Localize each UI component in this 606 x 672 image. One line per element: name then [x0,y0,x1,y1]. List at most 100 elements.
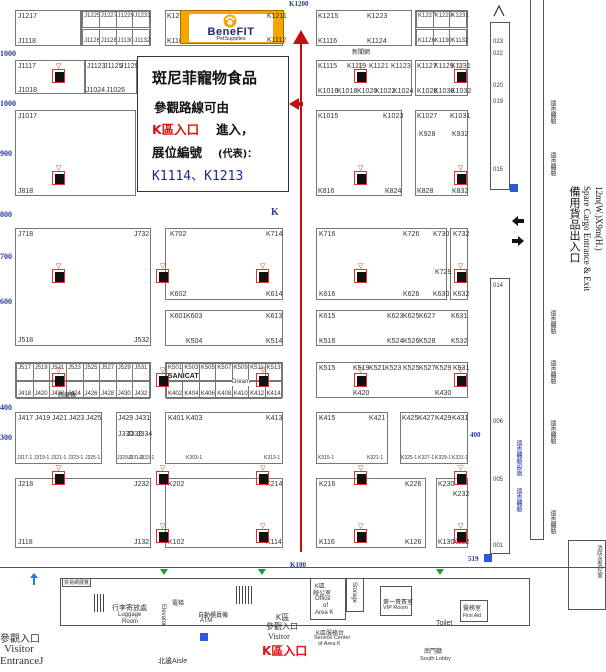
k-area-entrance-label[interactable]: K區入口 [262,644,308,658]
booth-k415[interactable]: K415 K421 K315-1 K321-1 [316,412,388,464]
pillar-triangle-icon: ▽ [260,367,266,374]
booth-label: J333-1 [139,455,155,461]
booth-label: K327-1 [418,455,435,461]
booth-label: K614 [266,291,283,298]
booth-label: K824 [385,188,402,195]
booth-k702[interactable]: K702 K714 K602 K614 [165,228,283,300]
cargo-arrow-right-icon [512,236,524,246]
booth-j718[interactable]: J718 J732 J518 J532 [15,228,151,346]
booth-label: J1024 [86,87,106,94]
booth-label: K1231 [451,13,469,19]
booth-label: K729 [435,269,452,276]
wall-label: 遺杏體驗 [549,310,555,334]
booth-k1227[interactable]: K1227 K1229 K1231 K1126 K1130 K1132 [415,10,469,46]
row-label-519: 519 [468,555,479,563]
booth-k615[interactable]: K615 K623 K625 K627 K631 K516 K524 K526 … [316,310,468,346]
pillar-marker [52,269,65,283]
booth-label: K130 [438,539,455,546]
up-arrow-icon [30,573,38,585]
booth-label: J417 [18,415,34,422]
row-label-400-right: 400 [470,431,481,439]
booth-k1127[interactable]: K1127 K1129 K1131 K1028 K1030 K1032 [415,60,471,96]
callout-line2-rest: 進入， [216,122,254,137]
booth-label: J1118 [18,38,37,45]
booth-label: K402 [168,391,183,397]
pillar-marker [156,471,169,485]
pillar-marker [454,373,467,387]
booth-k601[interactable]: K601 K603 K613 K504 K514 [165,310,283,346]
room-label: 第一貴賓室 [383,600,414,606]
booth-label: K1027 [417,113,438,120]
booth-j417[interactable]: J417 J419 J421 J423 J425 J317-1 J319-1 J… [15,412,102,464]
booth-label: K1215 [318,13,339,20]
booth-label: J532 [134,337,150,344]
booth-label: K413 [266,415,283,422]
booth-label: K1121 [369,63,389,70]
pillar-marker [156,373,169,387]
row-label-1000a: 1000 [0,49,16,58]
booth-k501[interactable]: K501 K503 K505 K507 K509 K511 K513 K402 … [165,362,283,399]
pillar-marker [354,529,367,543]
booth-j1217[interactable]: J1217 J1118 [15,10,81,46]
pillar-triangle-icon: ▽ [56,367,62,374]
booth-label: J518 [18,337,34,344]
booth-k216[interactable]: K216 K226 K116 K126 [316,478,426,548]
booth-label: J529 [117,365,131,371]
booth-label: J425 [86,415,102,422]
pillar-triangle-icon: ▽ [260,465,266,472]
booth-label: K501 [168,365,183,371]
pillar-marker [156,269,169,283]
booth-label: J329-1 [117,455,133,461]
booth-label: J732 [134,231,150,238]
booth-j1117[interactable]: J1117 J1018 [15,60,85,94]
booth-label: J232 [134,481,150,488]
booth-label: K730 [433,231,450,238]
booth-k716[interactable]: K716 K726 K616 K626 [316,228,447,300]
booth-label: K216 [319,481,336,488]
pillar-triangle-icon: ▽ [56,63,62,70]
booth-k1115[interactable]: K1115 K1119 K1121 K1123 K1016 K1018 K102… [316,60,413,96]
booth-j517[interactable]: J517 J519 J521 J523 J525 J527 J529 J531 … [15,362,151,399]
booth-label: K315-1 [318,455,335,461]
booth-label: J527 [101,365,115,371]
row-label-400: 400 [0,403,12,412]
benefit-booth-highlight[interactable]: BeneFIT PetSupplies K1211 K1112 [180,10,287,44]
booth-label: K632 [453,291,470,298]
booth-label: K726 [403,231,420,238]
pillar-marker [354,471,367,485]
pillar-marker [454,171,467,185]
booth-k425[interactable]: K425 K427 K429 K431 K325-1 K327-1 K329-1… [400,412,468,464]
booth-j218[interactable]: J218 J232 J118 J132 [15,478,151,548]
booth-label: J331-1 [128,455,144,461]
door-green-icon [258,569,266,575]
k-area-visitor: Visitor [268,632,290,641]
booth-k1027[interactable]: K1027 K1031 K928 K932 K828 K832 [415,110,470,196]
booth-k515[interactable]: K515 K519 K521 K523 K525 K527 K529 K531 … [316,362,469,398]
booth-j1225[interactable]: J1225 J1227 J1229 J1231 J1126 J1128 J113… [81,10,151,46]
room-label: 辦公室 [313,591,332,597]
booth-label: K1030 [434,88,455,95]
booth-k401[interactable]: K401 K403 K413 K303-1 K313-1 [165,412,283,464]
elevator-en: Elevator [160,604,166,627]
booth-j429[interactable]: J429 J431 J330 J332 J334 J329-1 J331-1 J… [116,412,155,464]
row-label-600: 600 [0,297,12,306]
booth-label: J132 [134,539,150,546]
column-label: 019 [493,99,504,105]
pillar-marker [52,171,65,185]
row-label-k1200: K1200 [289,0,309,8]
booth-j1017[interactable]: J1017 J818 [15,110,136,196]
booth-label: K525 [403,365,420,372]
booth-label: J1125 [104,63,123,70]
booth-label: K420 [353,390,370,397]
luggage-room-en1: Luggage [118,612,142,618]
shop-sign: 貿易網展覽 [62,578,92,587]
booth-k1215[interactable]: K1215 K1223 K1116 K1124 [316,10,412,46]
pillar-triangle-icon: ▽ [358,367,364,374]
room-label: VIP Room [383,605,408,611]
booth-j1123[interactable]: J1123 J1125 J1129 J1024 J1026 [85,60,139,94]
pillar-triangle-icon: ▽ [160,465,166,472]
booth-label: K932 [452,131,469,138]
booth-label: K226 [405,481,422,488]
pillar-triangle-icon: ▽ [160,523,166,530]
row-label-300: 300 [0,433,12,442]
